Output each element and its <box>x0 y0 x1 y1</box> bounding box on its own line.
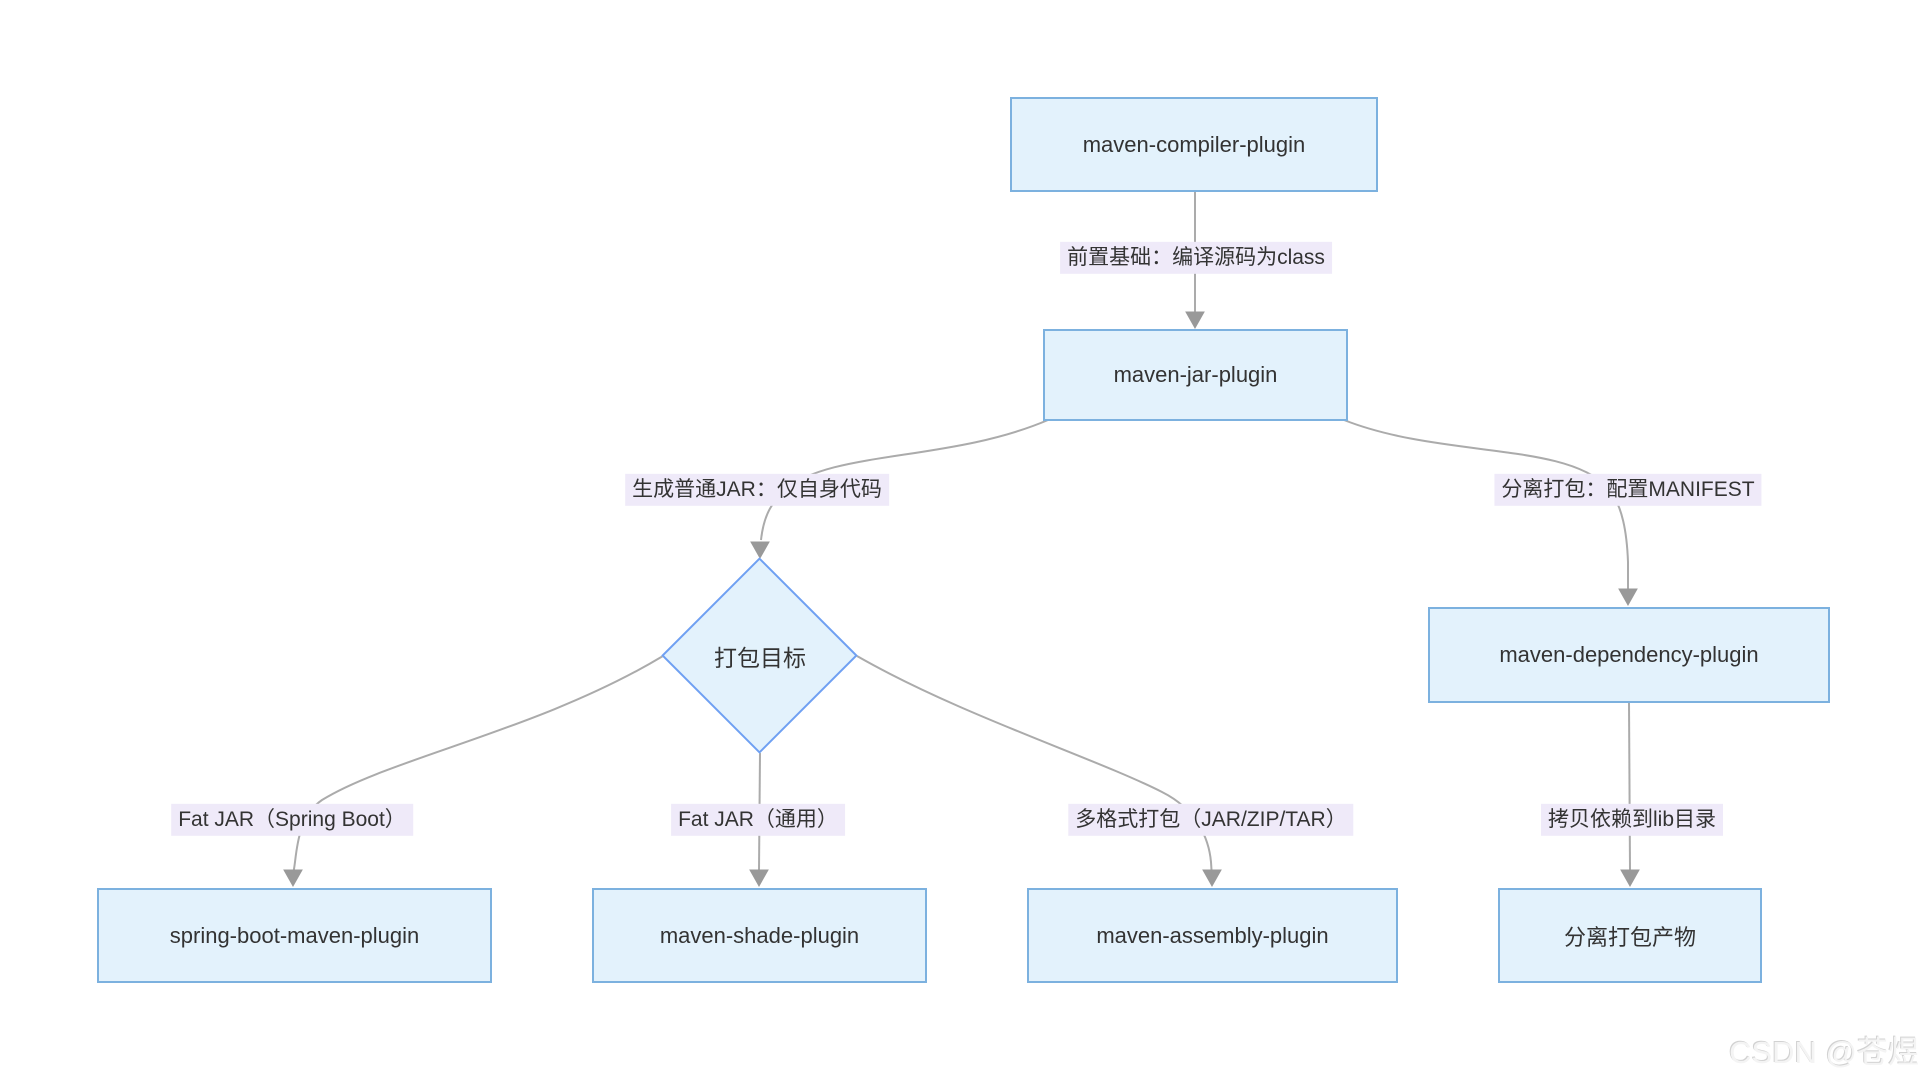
edge-label-target-to-springboot: Fat JAR（Spring Boot） <box>171 803 413 837</box>
edge-label-jar-to-dependency: 分离打包：配置MANIFEST <box>1494 473 1762 507</box>
node-spring-boot-maven-plugin: spring-boot-maven-plugin <box>97 888 492 983</box>
csdn-watermark: CSDN @苍煜 <box>1729 1035 1919 1070</box>
edge-label-target-to-assembly: 多格式打包（JAR/ZIP/TAR） <box>1068 803 1354 837</box>
edge-label-target-to-shade: Fat JAR（通用） <box>671 803 845 837</box>
edge-label-jar-to-target: 生成普通JAR：仅自身代码 <box>625 473 889 507</box>
edge-dependency-to-artifact <box>1628 702 1631 871</box>
edge-jar-to-dependency <box>1343 419 1629 590</box>
arrowhead-artifact <box>1620 869 1640 888</box>
arrowhead-assembly <box>1202 869 1222 888</box>
edge-target-to-springboot <box>292 655 664 879</box>
arrowhead-springboot <box>283 869 303 888</box>
node-label: maven-assembly-plugin <box>1096 922 1329 948</box>
arrowhead-jar <box>1185 311 1205 330</box>
edge-label-compiler-to-jar: 前置基础：编译源码为class <box>1060 241 1332 275</box>
edge-target-to-assembly <box>856 655 1213 879</box>
edge-jar-to-target <box>760 419 1049 541</box>
node-maven-jar-plugin: maven-jar-plugin <box>1043 329 1348 421</box>
node-label: 分离打包产物 <box>1563 924 1696 950</box>
node-maven-dependency-plugin: maven-dependency-plugin <box>1428 607 1830 703</box>
node-package-target-label: 打包目标 <box>714 645 806 671</box>
node-separated-artifact: 分离打包产物 <box>1498 888 1762 983</box>
node-label: spring-boot-maven-plugin <box>169 922 420 948</box>
node-label: maven-compiler-plugin <box>1082 131 1306 157</box>
node-label: maven-jar-plugin <box>1113 362 1278 387</box>
node-maven-assembly-plugin: maven-assembly-plugin <box>1027 888 1398 983</box>
arrowhead-dependency <box>1618 588 1638 607</box>
node-label: maven-dependency-plugin <box>1499 642 1759 667</box>
node-maven-shade-plugin: maven-shade-plugin <box>592 888 927 983</box>
arrowhead-shade <box>749 869 769 888</box>
edge-label-dependency-to-artifact: 拷贝依赖到lib目录 <box>1540 803 1724 837</box>
arrowhead-target <box>750 541 770 560</box>
node-label: maven-shade-plugin <box>659 922 860 948</box>
node-maven-compiler-plugin: maven-compiler-plugin <box>1010 97 1378 192</box>
